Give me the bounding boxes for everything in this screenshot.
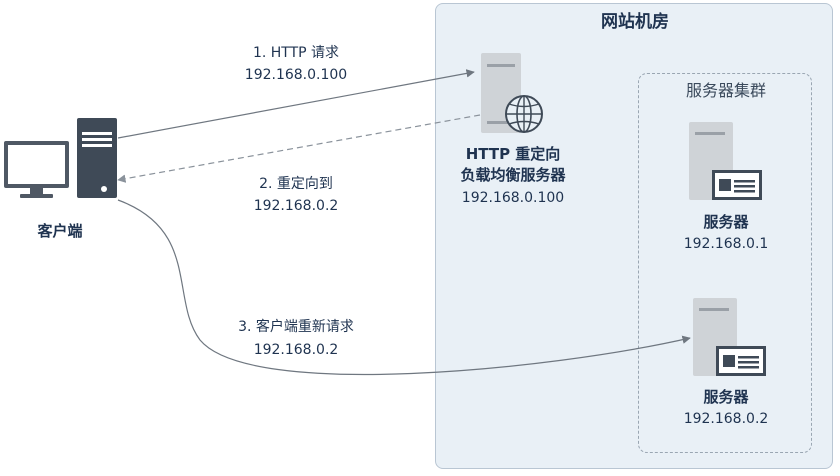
server-1-ip: 192.168.0.1 [683,236,769,252]
datacenter-title: 网站机房 [601,12,669,32]
step-3-ip: 192.168.0.2 [253,342,339,358]
client-label: 客户端 [37,222,83,240]
step-2-ip: 192.168.0.2 [253,198,339,214]
cluster-title: 服务器集群 [685,81,766,100]
step-1-label: 1. HTTP 请求 [252,45,340,61]
edge-client-rerequest [117,199,691,376]
edge-http-request [117,69,475,139]
load-balancer-label-line2: 负载均衡服务器 [460,166,566,184]
server-2-ip: 192.168.0.2 [683,411,769,427]
load-balancer-label-line1: HTTP 重定向 [465,145,561,163]
monitor-icon [4,141,69,198]
step-2-label: 2. 重定向到 [259,176,333,192]
globe-icon [505,95,543,133]
edge-redirect [117,114,481,183]
load-balancer-ip: 192.168.0.100 [461,190,565,206]
tower-server-icon [77,118,117,198]
server-2-label: 服务器 [703,388,749,406]
server-cluster-container [638,73,812,453]
server-2-icon [693,298,766,376]
server-1-icon [689,122,762,200]
step-1-ip: 192.168.0.100 [244,67,348,83]
server-1-label: 服务器 [703,213,749,231]
step-3-label: 3. 客户端重新请求 [238,319,354,335]
